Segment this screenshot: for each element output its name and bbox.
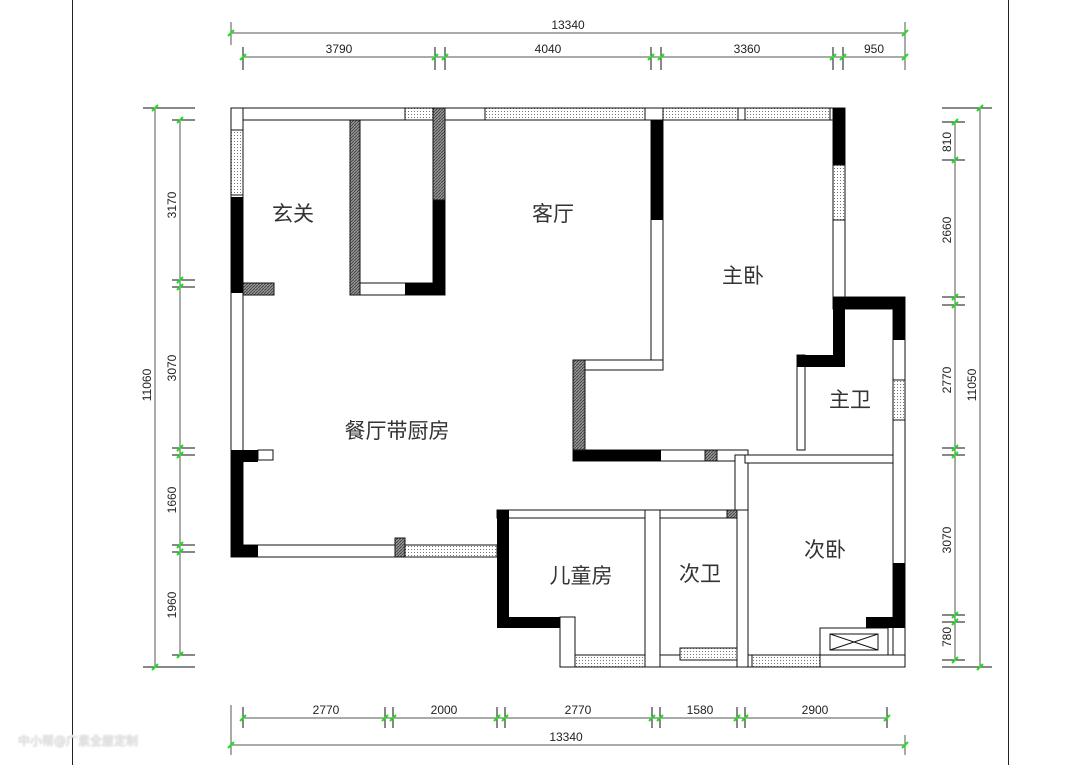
room-label-second-bedroom: 次卧 [804, 538, 846, 562]
room-label-living: 客厅 [532, 202, 574, 226]
room-label-dining-kitchen: 餐厅带厨房 [345, 419, 450, 443]
dim-bottom-3: 2770 [565, 703, 592, 717]
dim-left-1: 3170 [165, 191, 179, 218]
room-label-second-bath: 次卫 [679, 562, 721, 586]
dim-right-3: 2770 [940, 366, 954, 393]
dim-left-2: 3070 [165, 354, 179, 381]
windows [230, 107, 906, 668]
dim-right-1: 810 [940, 132, 954, 152]
dim-left-3: 1660 [165, 486, 179, 513]
dim-top-3: 3360 [734, 42, 761, 56]
dim-right-5: 780 [940, 627, 954, 647]
page-border [72, 0, 1009, 765]
hatched-walls [242, 107, 738, 558]
dim-bottom-1: 2770 [313, 703, 340, 717]
room-label-entrance: 玄关 [272, 202, 314, 226]
dim-bottom-4: 1580 [687, 703, 714, 717]
room-label-master-bath: 主卫 [829, 388, 871, 412]
dim-right-total: 11050 [965, 368, 979, 401]
room-label-master-bedroom: 主卧 [722, 264, 764, 288]
dim-top-2: 4040 [535, 42, 562, 56]
solid-walls [231, 108, 905, 628]
dim-right-2: 2660 [940, 216, 954, 243]
dim-top-total: 13340 [551, 18, 585, 32]
dim-bottom-total: 13340 [549, 730, 583, 744]
dimension-ticks [151, 29, 984, 749]
dim-left-4: 1960 [165, 591, 179, 618]
dim-top-1: 3790 [326, 42, 353, 56]
dim-bottom-5: 2900 [802, 703, 829, 717]
dimension-lines [143, 22, 992, 755]
watermark: 中小帮@广素全屋定制 [18, 734, 139, 748]
dim-right-4: 3070 [940, 526, 954, 553]
room-label-kids-room: 儿童房 [550, 564, 613, 588]
dim-bottom-2: 2000 [431, 703, 458, 717]
dim-top-4: 950 [864, 42, 884, 56]
dim-left-total: 11060 [140, 368, 154, 401]
